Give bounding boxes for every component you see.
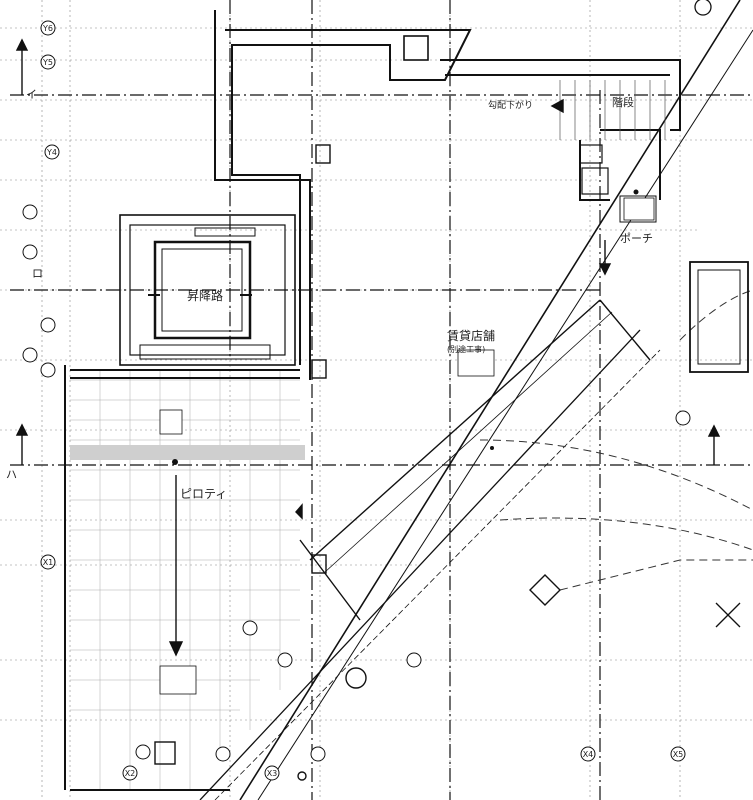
grid-bubble [40, 554, 56, 570]
room-label-ramp: 勾配下がり [488, 99, 533, 111]
room-label-porch: ポーチ [620, 232, 653, 245]
site-fixtures [154, 574, 561, 781]
room-label-elevator: 昇降路 [187, 288, 223, 303]
grid-bubble [122, 765, 138, 781]
side-mark: ハ [6, 468, 17, 481]
room-label-stairs: 階段 [612, 95, 634, 109]
building-walls [64, 10, 681, 791]
grid-bubble-labels: Y6 Y5 Y4 X1 X2 X3 X4 X5 [42, 24, 683, 778]
grid-bubble-label: Y5 [42, 58, 53, 67]
grid-bubble [580, 746, 596, 762]
grid-bubble [40, 317, 56, 333]
grid-bubble [675, 410, 691, 426]
grid-bubble [215, 746, 231, 762]
site-boundary [479, 289, 753, 591]
diagonal-boundary [199, 0, 753, 800]
grid-bubble [22, 204, 38, 220]
grid-bubble-label: X5 [673, 750, 684, 759]
cross-mark [715, 602, 741, 628]
grid-bubble [40, 362, 56, 378]
room-label-retail: 賃貸店舗 [447, 328, 495, 343]
grid-bubble-label: X4 [583, 750, 594, 759]
grid-bubble [406, 652, 422, 668]
side-mark: ロ [32, 267, 43, 280]
grid-bubble [264, 765, 280, 781]
grid-bubbles [22, 20, 691, 781]
room-label-pilotis: ピロティ [180, 487, 227, 501]
grid-bubble-label: X2 [125, 769, 136, 778]
corner-circle [694, 0, 712, 16]
direction-arrows [15, 38, 721, 657]
pilotis-band [70, 445, 305, 460]
pilotis-grid [70, 370, 300, 790]
grid-bubble [22, 347, 38, 363]
marker-dots [172, 189, 639, 465]
grid-bubble [242, 620, 258, 636]
grid-bubble-label: X1 [43, 558, 54, 567]
grid-bubble-label: X3 [267, 769, 278, 778]
grid-bubble [22, 244, 38, 260]
room-label-retail-note: (別途工事) [447, 344, 485, 354]
side-mark: イ [26, 88, 37, 101]
grid-bubble-label: Y6 [42, 24, 53, 33]
grid-bubble [135, 744, 151, 760]
finish-tags [159, 197, 655, 695]
grid-bubble-label: Y4 [46, 148, 57, 157]
grid-bubble [40, 54, 56, 70]
grid-bubble [670, 746, 686, 762]
elevator-core [119, 214, 296, 366]
porch-annex [311, 35, 749, 574]
grid-bubble [40, 20, 56, 36]
grid-bubble [310, 746, 326, 762]
grid-bubble [277, 652, 293, 668]
stair-treads [559, 80, 666, 140]
grid-bubble [44, 144, 60, 160]
